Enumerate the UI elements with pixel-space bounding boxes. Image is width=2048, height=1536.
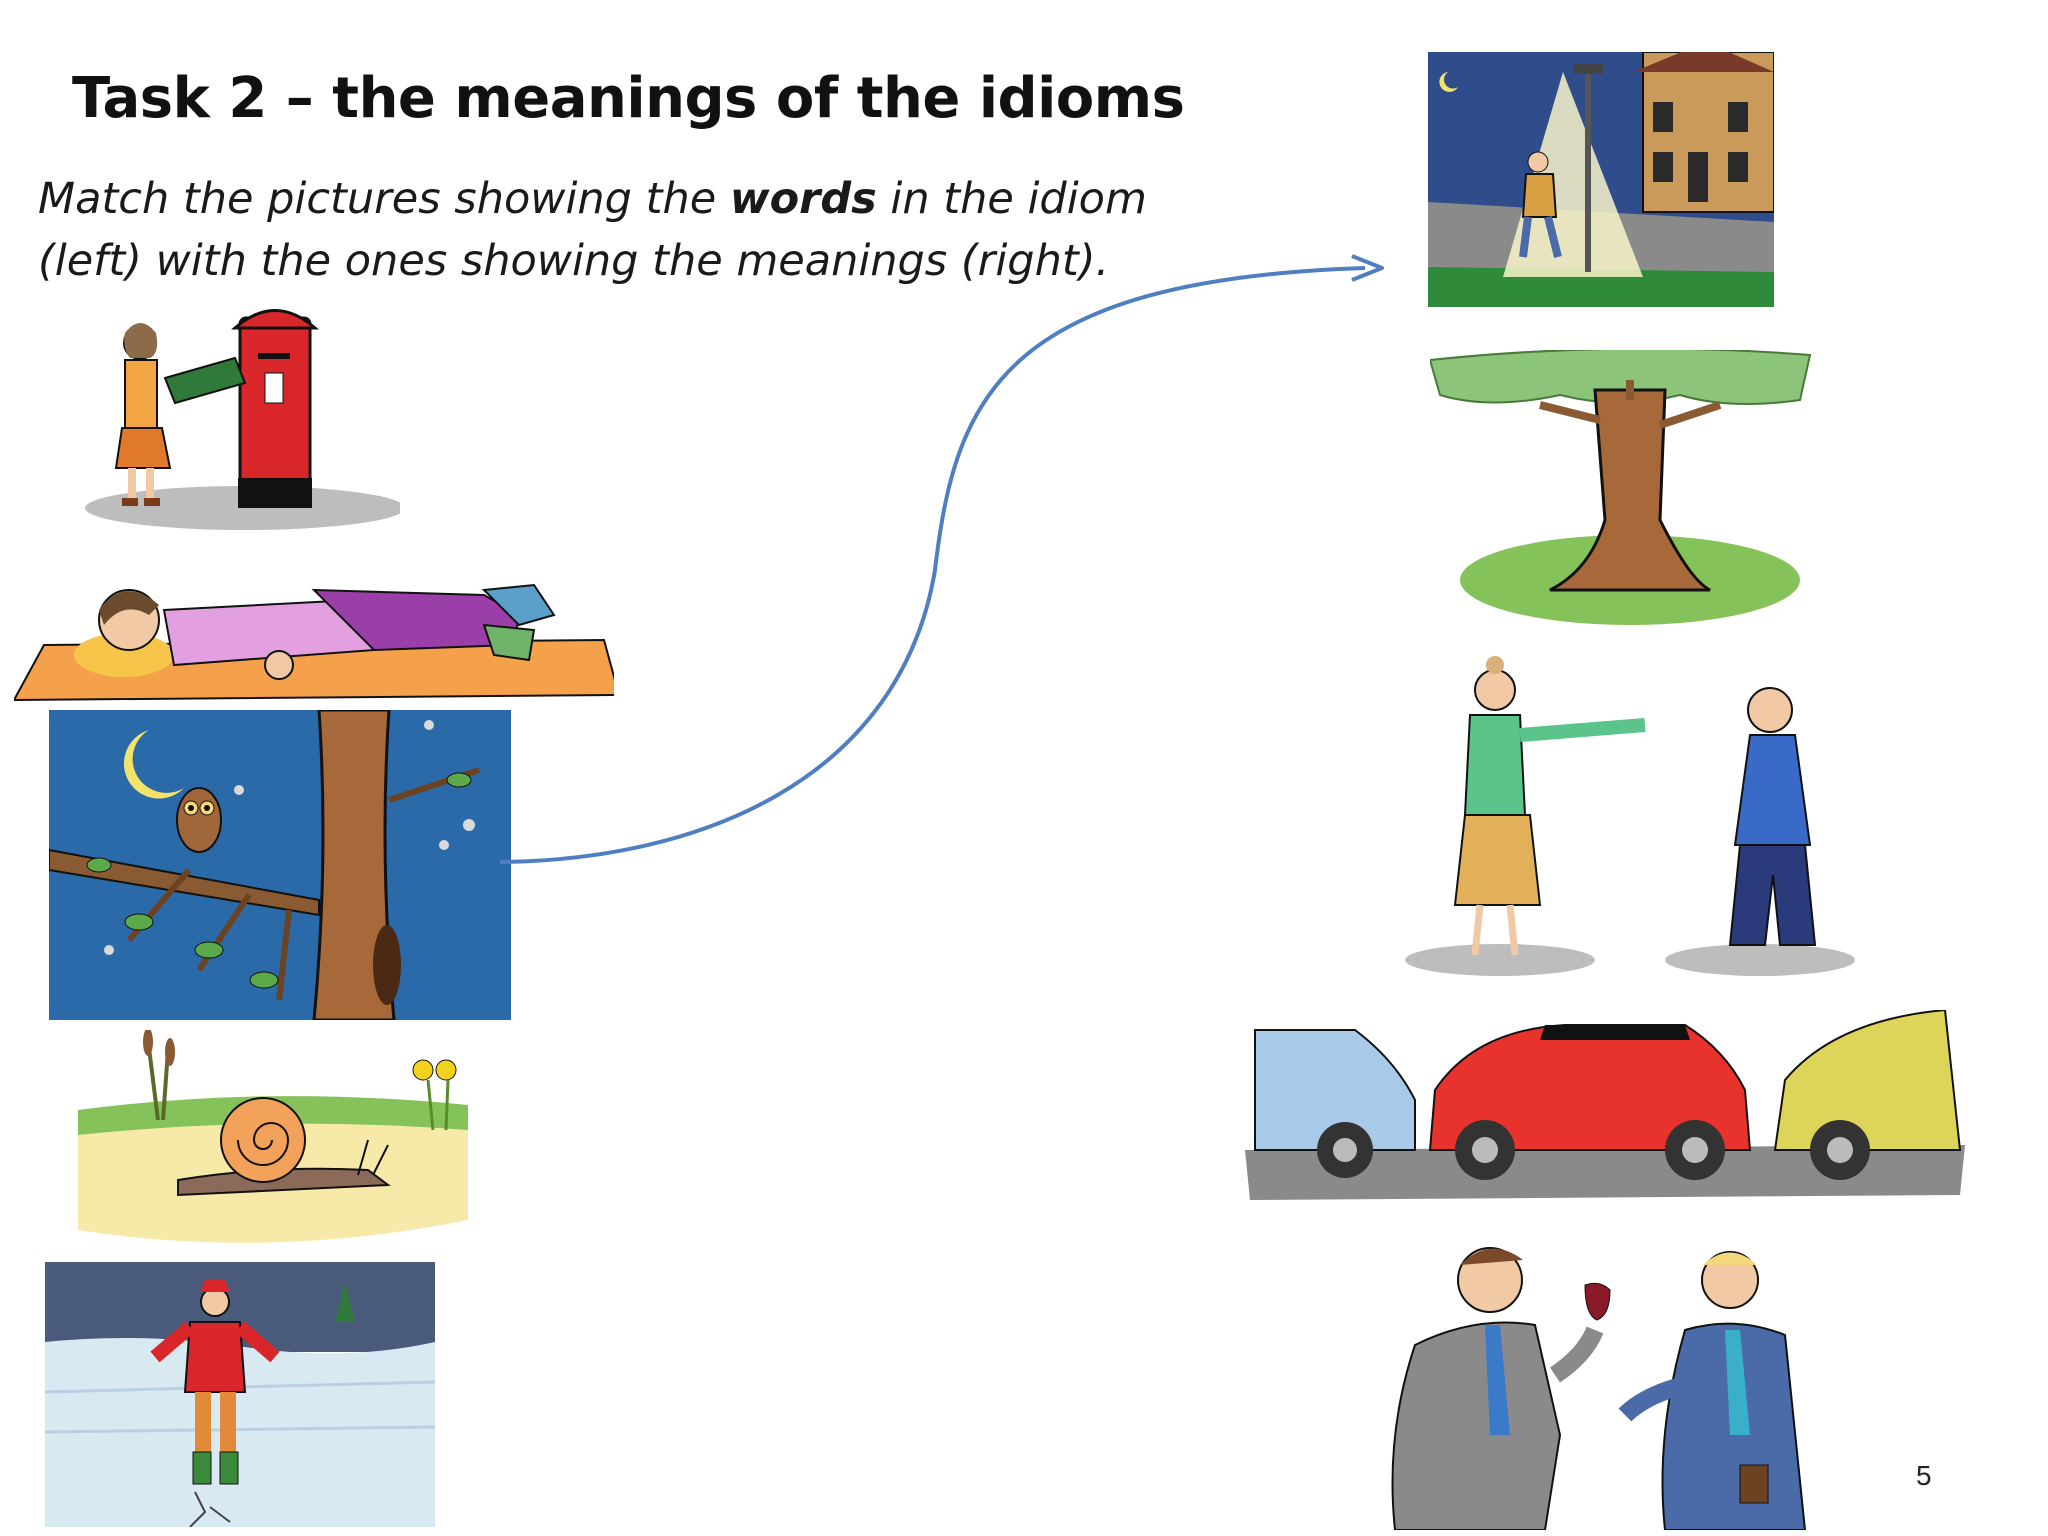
slide-title: Task 2 – the meanings of the idioms	[72, 66, 1185, 131]
instructions: Match the pictures showing the words in …	[38, 168, 1258, 292]
instructions-part1: Match the pictures showing the	[38, 174, 730, 224]
men-celebrating-with-drinks-icon[interactable]	[1385, 1235, 1875, 1530]
owl-in-tree-at-night-icon[interactable]	[49, 710, 511, 1020]
man-walking-under-streetlamp-icon[interactable]	[1428, 52, 1774, 307]
instructions-bold-word: words	[729, 174, 877, 224]
arrowhead-icon	[1351, 254, 1384, 282]
woman-sending-man-away-icon[interactable]	[1395, 655, 1875, 985]
woman-sleeping-on-mat-icon[interactable]	[14, 570, 614, 710]
person-on-cracking-ice-icon[interactable]	[45, 1262, 435, 1527]
woman-posting-letter-icon[interactable]	[70, 298, 400, 538]
page-number: 5	[1916, 1460, 1932, 1491]
tree-icon[interactable]	[1430, 350, 1815, 640]
arrow-line	[499, 266, 1366, 864]
snail-icon[interactable]	[68, 1030, 473, 1255]
parked-cars-icon[interactable]	[1245, 1010, 1965, 1205]
